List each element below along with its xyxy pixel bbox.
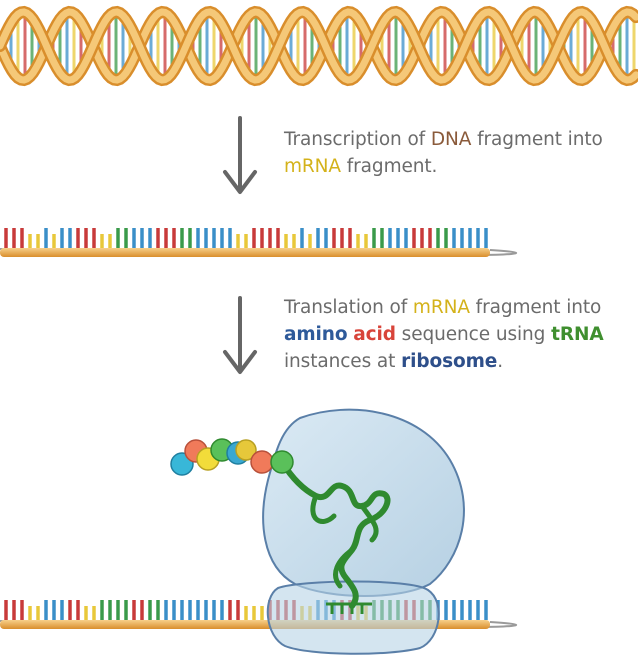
- mrna-strand: [0, 228, 517, 257]
- ribosome-small-subunit: [266, 580, 440, 655]
- caption-text: fragment.: [340, 156, 438, 177]
- caption-text: tRNA: [551, 324, 604, 345]
- caption-text: fragment into: [469, 297, 602, 318]
- dna-double-helix: [0, 5, 638, 87]
- dna-backbone-highlight: [0, 8, 638, 84]
- amino-acid-chain: [170, 438, 294, 476]
- translation-caption: Translation of mRNA fragment into amino a…: [284, 294, 604, 375]
- caption-text: Translation of: [284, 297, 413, 318]
- amino-acid: [250, 450, 274, 474]
- amino-acid: [235, 439, 257, 461]
- trna-molecule: [279, 459, 391, 609]
- caption-text: mRNA: [412, 297, 470, 318]
- trna-loop: [310, 493, 379, 589]
- trna-anticodon: [326, 602, 372, 614]
- down-arrow-icon: [223, 296, 257, 374]
- caption-text: Transcription of: [284, 129, 431, 150]
- down-arrow-icon: [223, 116, 257, 194]
- amino-acid: [270, 450, 294, 474]
- caption-text: instances at: [284, 351, 402, 372]
- caption-text: acid: [353, 324, 396, 345]
- caption-text: fragment into: [471, 129, 603, 150]
- caption-text: DNA: [430, 129, 472, 150]
- caption-text: mRNA: [284, 156, 341, 177]
- dna-backbone-highlight: [0, 8, 638, 84]
- mrna-backbone: [0, 248, 490, 257]
- caption-text: amino: [284, 324, 348, 345]
- caption-text: .: [497, 351, 504, 372]
- caption-text: ribosome: [401, 351, 498, 372]
- transcription-caption: Transcription of DNA fragment into mRNA f…: [284, 126, 603, 180]
- caption-text: sequence using: [395, 324, 552, 345]
